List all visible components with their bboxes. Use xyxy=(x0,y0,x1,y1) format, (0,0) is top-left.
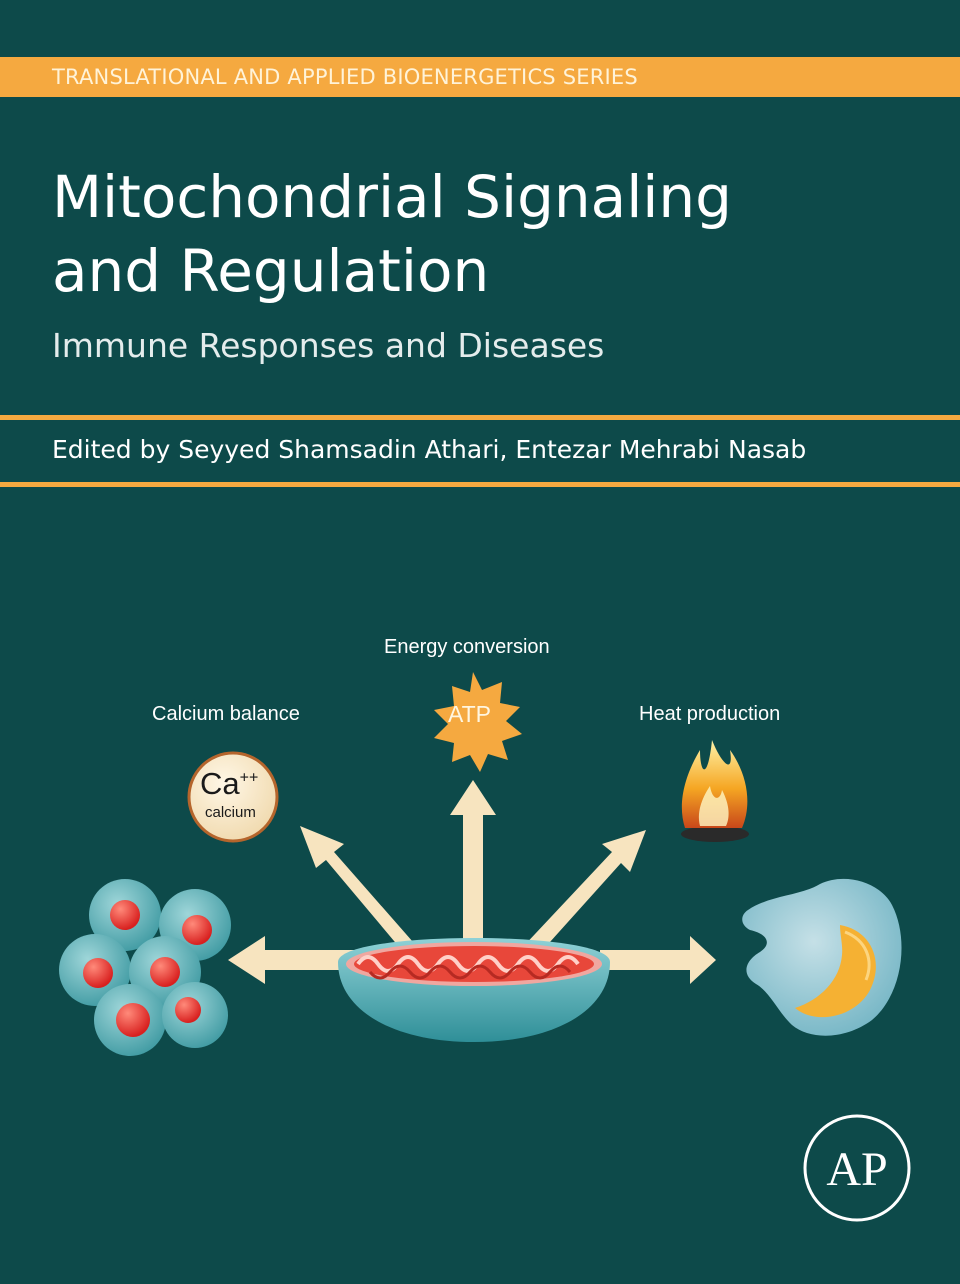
editors-line: Edited by Seyyed Shamsadin Athari, Entez… xyxy=(52,435,807,464)
mitochondrion xyxy=(338,938,610,1042)
arrows xyxy=(228,780,716,984)
publisher-logo-letters: AP xyxy=(826,1143,887,1196)
atp-label: ATP xyxy=(448,701,492,727)
energy-conversion-label: Energy conversion xyxy=(384,636,550,658)
series-name: TRANSLATIONAL AND APPLIED BIOENERGETICS … xyxy=(52,65,638,89)
publisher-logo: AP xyxy=(803,1114,911,1222)
calcium-word: calcium xyxy=(205,804,256,821)
macrophage-cell xyxy=(742,878,902,1036)
series-banner xyxy=(0,57,960,97)
calcium-balance-label: Calcium balance xyxy=(152,703,300,725)
arrow-up xyxy=(450,780,496,970)
book-subtitle: Immune Responses and Diseases xyxy=(52,326,605,365)
mitochondria-illustration: Energy conversion ATP Calcium balance He… xyxy=(0,600,960,1100)
illustration-graphic xyxy=(59,672,902,1056)
divider-top xyxy=(0,415,960,420)
arrow-upper-left xyxy=(300,826,420,960)
book-title: Mitochondrial Signaling and Regulation xyxy=(52,160,932,308)
calcium-symbol-text: Ca xyxy=(200,766,240,801)
title-line-2: and Regulation xyxy=(52,237,490,305)
calcium-charge: ++ xyxy=(239,769,259,787)
cell-cluster xyxy=(59,879,231,1056)
arrow-left xyxy=(228,936,370,984)
divider-bottom xyxy=(0,482,960,487)
arrow-right xyxy=(600,936,716,984)
calcium-symbol: Ca++ xyxy=(200,766,258,802)
calcium-ball xyxy=(187,751,279,843)
heat-production-label: Heat production xyxy=(639,703,781,725)
title-line-1: Mitochondrial Signaling xyxy=(52,163,732,231)
flame-icon xyxy=(681,740,749,842)
arrow-upper-right xyxy=(520,830,646,962)
atp-starburst xyxy=(434,672,522,772)
